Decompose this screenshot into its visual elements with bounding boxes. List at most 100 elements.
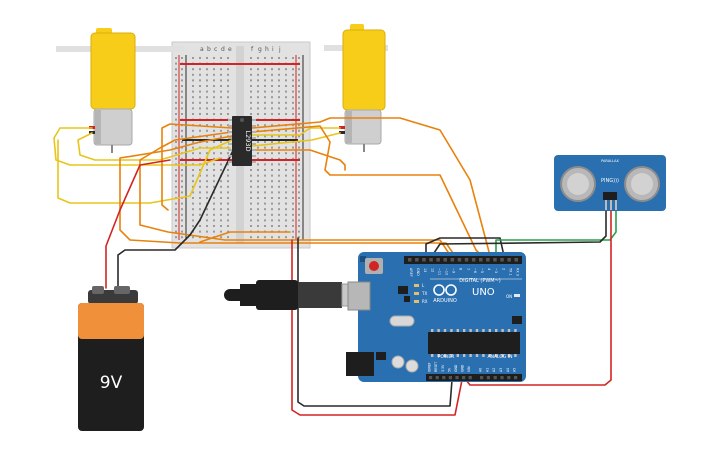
breadboard-hole[interactable] [257,79,259,82]
breadboard-hole[interactable] [271,79,273,82]
breadboard-hole[interactable] [220,202,222,205]
breadboard-hole[interactable] [199,230,201,233]
breadboard-hole[interactable] [264,202,266,205]
breadboard-hole[interactable] [206,129,208,132]
breadboard-hole[interactable] [220,213,222,216]
breadboard-hole[interactable] [192,79,194,82]
breadboard-hole[interactable] [257,208,259,211]
breadboard-hole[interactable] [278,180,280,183]
breadboard-hole[interactable] [213,180,215,183]
rail-hole[interactable] [175,208,177,211]
breadboard-hole[interactable] [278,236,280,239]
rail-hole[interactable] [175,219,177,222]
breadboard-hole[interactable] [278,213,280,216]
breadboard-hole[interactable] [213,230,215,233]
wire-green-sig[interactable] [495,209,617,257]
rail-hole[interactable] [298,191,300,194]
rail-hole[interactable] [298,163,300,166]
rail-hole[interactable] [175,96,177,99]
breadboard-hole[interactable] [271,152,273,155]
rail-hole[interactable] [292,96,294,99]
power-pin-hole[interactable] [455,376,459,380]
rail-hole[interactable] [298,180,300,183]
breadboard-hole[interactable] [264,57,266,59]
rail-hole[interactable] [175,118,177,121]
breadboard-hole[interactable] [257,169,259,171]
wire-red-battery[interactable] [105,159,171,289]
breadboard-hole[interactable] [271,73,273,76]
breadboard-hole[interactable] [206,79,208,82]
breadboard-hole[interactable] [285,68,287,71]
breadboard-hole[interactable] [250,73,252,76]
breadboard-hole[interactable] [220,129,222,132]
rail-hole[interactable] [175,90,177,93]
breadboard-hole[interactable] [199,208,201,211]
rail-hole[interactable] [292,57,294,59]
breadboard-hole[interactable] [192,152,194,155]
rail-hole[interactable] [181,213,183,216]
rail-hole[interactable] [298,124,300,127]
breadboard-hole[interactable] [199,101,201,104]
analog-pin-hole[interactable] [486,376,490,380]
breadboard-hole[interactable] [285,107,287,110]
breadboard-hole[interactable] [257,135,259,138]
wire-orange[interactable] [251,149,346,171]
rail-hole[interactable] [181,101,183,104]
breadboard-hole[interactable] [285,135,287,138]
breadboard-hole[interactable] [285,101,287,104]
rail-hole[interactable] [298,101,300,104]
breadboard-hole[interactable] [227,85,229,87]
wire-yellow[interactable] [77,132,231,161]
wire-yellow[interactable] [53,127,221,166]
breadboard-hole[interactable] [250,191,252,194]
breadboard-hole[interactable] [278,141,280,143]
rail-hole[interactable] [292,157,294,160]
breadboard-hole[interactable] [220,107,222,110]
breadboard-hole[interactable] [213,68,215,71]
breadboard-hole[interactable] [213,202,215,205]
breadboard-hole[interactable] [199,197,201,199]
rail-hole[interactable] [181,191,183,194]
digital-pin-hole[interactable] [464,258,469,262]
breadboard-hole[interactable] [264,79,266,82]
breadboard-hole[interactable] [250,180,252,183]
breadboard-hole[interactable] [264,185,266,188]
breadboard-hole[interactable] [271,169,273,171]
breadboard-hole[interactable] [264,141,266,143]
breadboard-hole[interactable] [192,141,194,143]
breadboard-hole[interactable] [220,152,222,155]
rail-hole[interactable] [181,225,183,227]
breadboard-hole[interactable] [206,101,208,104]
rail-hole[interactable] [181,219,183,222]
breadboard-hole[interactable] [213,197,215,199]
breadboard-hole[interactable] [220,73,222,76]
breadboard-hole[interactable] [213,96,215,99]
analog-pin-hole[interactable] [480,376,484,380]
rail-hole[interactable] [298,202,300,205]
battery-9v[interactable]: 9V [78,286,144,431]
breadboard-hole[interactable] [257,157,259,160]
rail-hole[interactable] [175,85,177,87]
breadboard-hole[interactable] [227,113,229,115]
breadboard-hole[interactable] [213,163,215,166]
breadboard-hole[interactable] [220,101,222,104]
breadboard-hole[interactable] [213,113,215,115]
breadboard-hole[interactable] [199,90,201,93]
rail-hole[interactable] [292,152,294,155]
rail-hole[interactable] [292,191,294,194]
breadboard-hole[interactable] [199,85,201,87]
wire-orange[interactable] [119,135,456,257]
breadboard-hole[interactable] [257,236,259,239]
rail-hole[interactable] [175,129,177,132]
breadboard-hole[interactable] [213,185,215,188]
breadboard-hole[interactable] [271,135,273,138]
analog-pin-hole[interactable] [500,376,504,380]
rail-hole[interactable] [181,73,183,76]
ping-ultrasonic-sensor[interactable]: PING))) PARALLAX [554,155,666,211]
breadboard-hole[interactable] [206,107,208,110]
rail-hole[interactable] [298,85,300,87]
breadboard-hole[interactable] [278,135,280,138]
rail-hole[interactable] [175,230,177,233]
breadboard-hole[interactable] [206,90,208,93]
breadboard-hole[interactable] [264,90,266,93]
